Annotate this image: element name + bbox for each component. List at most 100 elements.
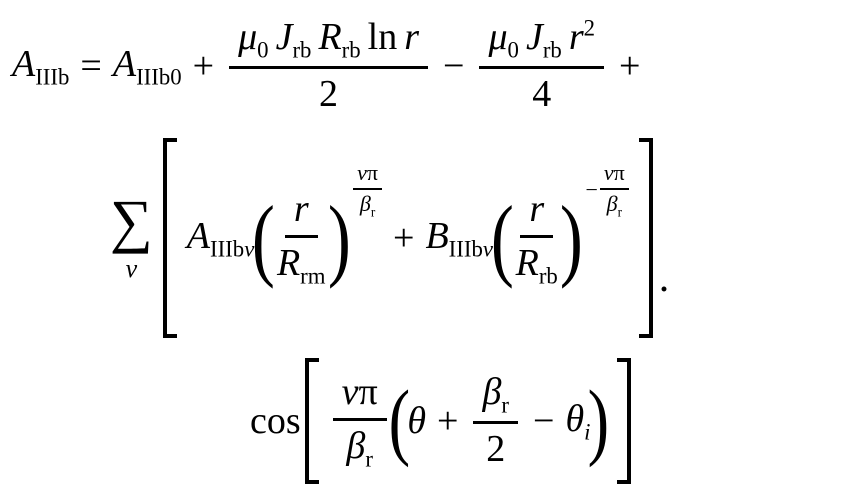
subscript-IIIbv: IIIbv bbox=[449, 236, 493, 261]
left-paren: ( bbox=[388, 371, 410, 468]
exponent-minus-sign: − bbox=[585, 176, 598, 202]
subscript-roman-part: IIIb bbox=[448, 236, 483, 262]
var-A: A bbox=[112, 42, 137, 85]
var-mu: μ bbox=[488, 16, 508, 58]
var-r: r bbox=[293, 187, 309, 230]
var-r: r bbox=[404, 16, 420, 58]
fraction-denominator: 4 bbox=[532, 73, 552, 116]
term-A-IIIbv: AIIIbv bbox=[187, 215, 255, 261]
minus-sign: − bbox=[533, 399, 555, 442]
exponent-fraction: vπ βr bbox=[599, 160, 629, 219]
var-r: r bbox=[568, 16, 584, 58]
subscript-r: r bbox=[501, 392, 509, 418]
var-r: r bbox=[529, 187, 545, 230]
var-beta: β bbox=[606, 190, 618, 216]
fraction-numerator: r bbox=[520, 187, 554, 238]
cos-bracket-group: vπ βr ( θ + βr 2 − θi ) bbox=[304, 357, 632, 484]
right-paren: ) bbox=[327, 186, 351, 289]
var-theta: θ bbox=[407, 399, 427, 442]
summation: ∑ v bbox=[110, 191, 153, 284]
subscript-IIIb: IIIb bbox=[35, 64, 70, 90]
var-theta: θ bbox=[565, 397, 585, 440]
var-mu: μ bbox=[238, 16, 258, 58]
left-bracket bbox=[162, 137, 177, 338]
fraction-r-over-Rrm: r Rrm bbox=[277, 188, 326, 288]
term-B-IIIbv: BIIIbv bbox=[425, 215, 493, 261]
var-beta: β bbox=[482, 370, 502, 413]
ln-function: ln bbox=[367, 16, 398, 58]
fraction-denominator: 2 bbox=[486, 428, 506, 471]
fraction-denominator: Rrm bbox=[277, 238, 326, 288]
fraction-denominator: 2 bbox=[319, 73, 339, 116]
var-R: R bbox=[515, 241, 539, 284]
superscript-2: 2 bbox=[583, 15, 596, 41]
term-A-IIIb0: AIIIb0 bbox=[113, 43, 182, 89]
subscript-r: r bbox=[617, 204, 623, 220]
subscript-rb: rb bbox=[538, 263, 558, 289]
fraction-numerator: r bbox=[284, 187, 318, 238]
var-v: v bbox=[603, 160, 614, 186]
var-A: A bbox=[186, 214, 210, 257]
fraction-denominator: Rrb bbox=[516, 238, 558, 288]
subscript-IIIbv: IIIbv bbox=[210, 236, 254, 261]
fraction-vpi-over-beta: vπ βr bbox=[332, 370, 387, 471]
subscript-r: r bbox=[370, 204, 376, 220]
fraction-denominator: βr bbox=[607, 190, 622, 219]
subscript-rb: rb bbox=[292, 37, 312, 63]
equation-line-3: cos vπ βr ( θ + βr 2 − θi ) bbox=[250, 357, 852, 484]
term-theta-i: θi bbox=[565, 398, 590, 444]
subscript-IIIb0: IIIb0 bbox=[136, 64, 182, 90]
right-paren: ) bbox=[588, 371, 610, 468]
var-B: B bbox=[425, 214, 449, 257]
subscript-rb: rb bbox=[542, 37, 562, 63]
plus-sign: + bbox=[619, 44, 641, 87]
right-bracket bbox=[638, 137, 653, 338]
var-v: v bbox=[357, 160, 367, 186]
subscript-i: i bbox=[584, 419, 591, 445]
bracketed-expression: AIIIbv ( r Rrm ) vπ βr + BIIIbv ( bbox=[162, 137, 653, 338]
fraction-numerator: vπ bbox=[599, 160, 629, 190]
var-R: R bbox=[318, 16, 342, 58]
exponent-vpi-over-beta: vπ βr bbox=[353, 160, 383, 220]
fraction-numerator: βr bbox=[473, 370, 518, 425]
var-A: A bbox=[12, 42, 36, 85]
subscript-rm: rm bbox=[300, 263, 326, 289]
var-theta: θ bbox=[407, 400, 426, 443]
term-A-IIIb: AIIIb bbox=[12, 43, 69, 89]
paren-power-group-1: ( r Rrm ) vπ βr bbox=[252, 161, 383, 289]
subscript-italic-part: v bbox=[482, 236, 493, 262]
var-R: R bbox=[276, 241, 301, 284]
fraction-numerator: vπ bbox=[332, 370, 387, 421]
right-bracket bbox=[617, 357, 632, 484]
plus-sign: + bbox=[393, 216, 415, 259]
left-bracket bbox=[304, 357, 319, 484]
subscript-0: 0 bbox=[507, 37, 519, 63]
subscript-italic-part: v bbox=[244, 236, 255, 262]
minus-sign: − bbox=[443, 44, 465, 87]
pi-symbol: π bbox=[613, 160, 625, 186]
paren-power-group-2: ( r Rrb ) − vπ βr bbox=[490, 161, 629, 289]
plus-sign: + bbox=[437, 399, 459, 442]
fraction-r-over-Rrb: r Rrb bbox=[516, 188, 558, 288]
summation-index: v bbox=[125, 254, 138, 284]
cos-function: cos bbox=[250, 399, 301, 442]
fraction-beta-over-2: βr 2 bbox=[473, 371, 518, 471]
var-beta: β bbox=[359, 190, 371, 216]
left-paren: ( bbox=[252, 186, 276, 289]
var-beta: β bbox=[346, 424, 366, 467]
exponent-fraction: vπ βr bbox=[353, 160, 383, 220]
equals-sign: = bbox=[80, 44, 102, 87]
left-paren: ( bbox=[490, 186, 514, 289]
exponent-negative-vpi-over-beta: − vπ βr bbox=[585, 160, 629, 219]
subscript-r: r bbox=[365, 446, 373, 472]
pi-symbol: π bbox=[358, 370, 378, 413]
right-paren: ) bbox=[559, 186, 583, 289]
fraction-denominator: βr bbox=[346, 421, 373, 471]
equation-line-2: ∑ v AIIIbv ( r Rrm ) vπ βr + bbox=[110, 137, 852, 338]
